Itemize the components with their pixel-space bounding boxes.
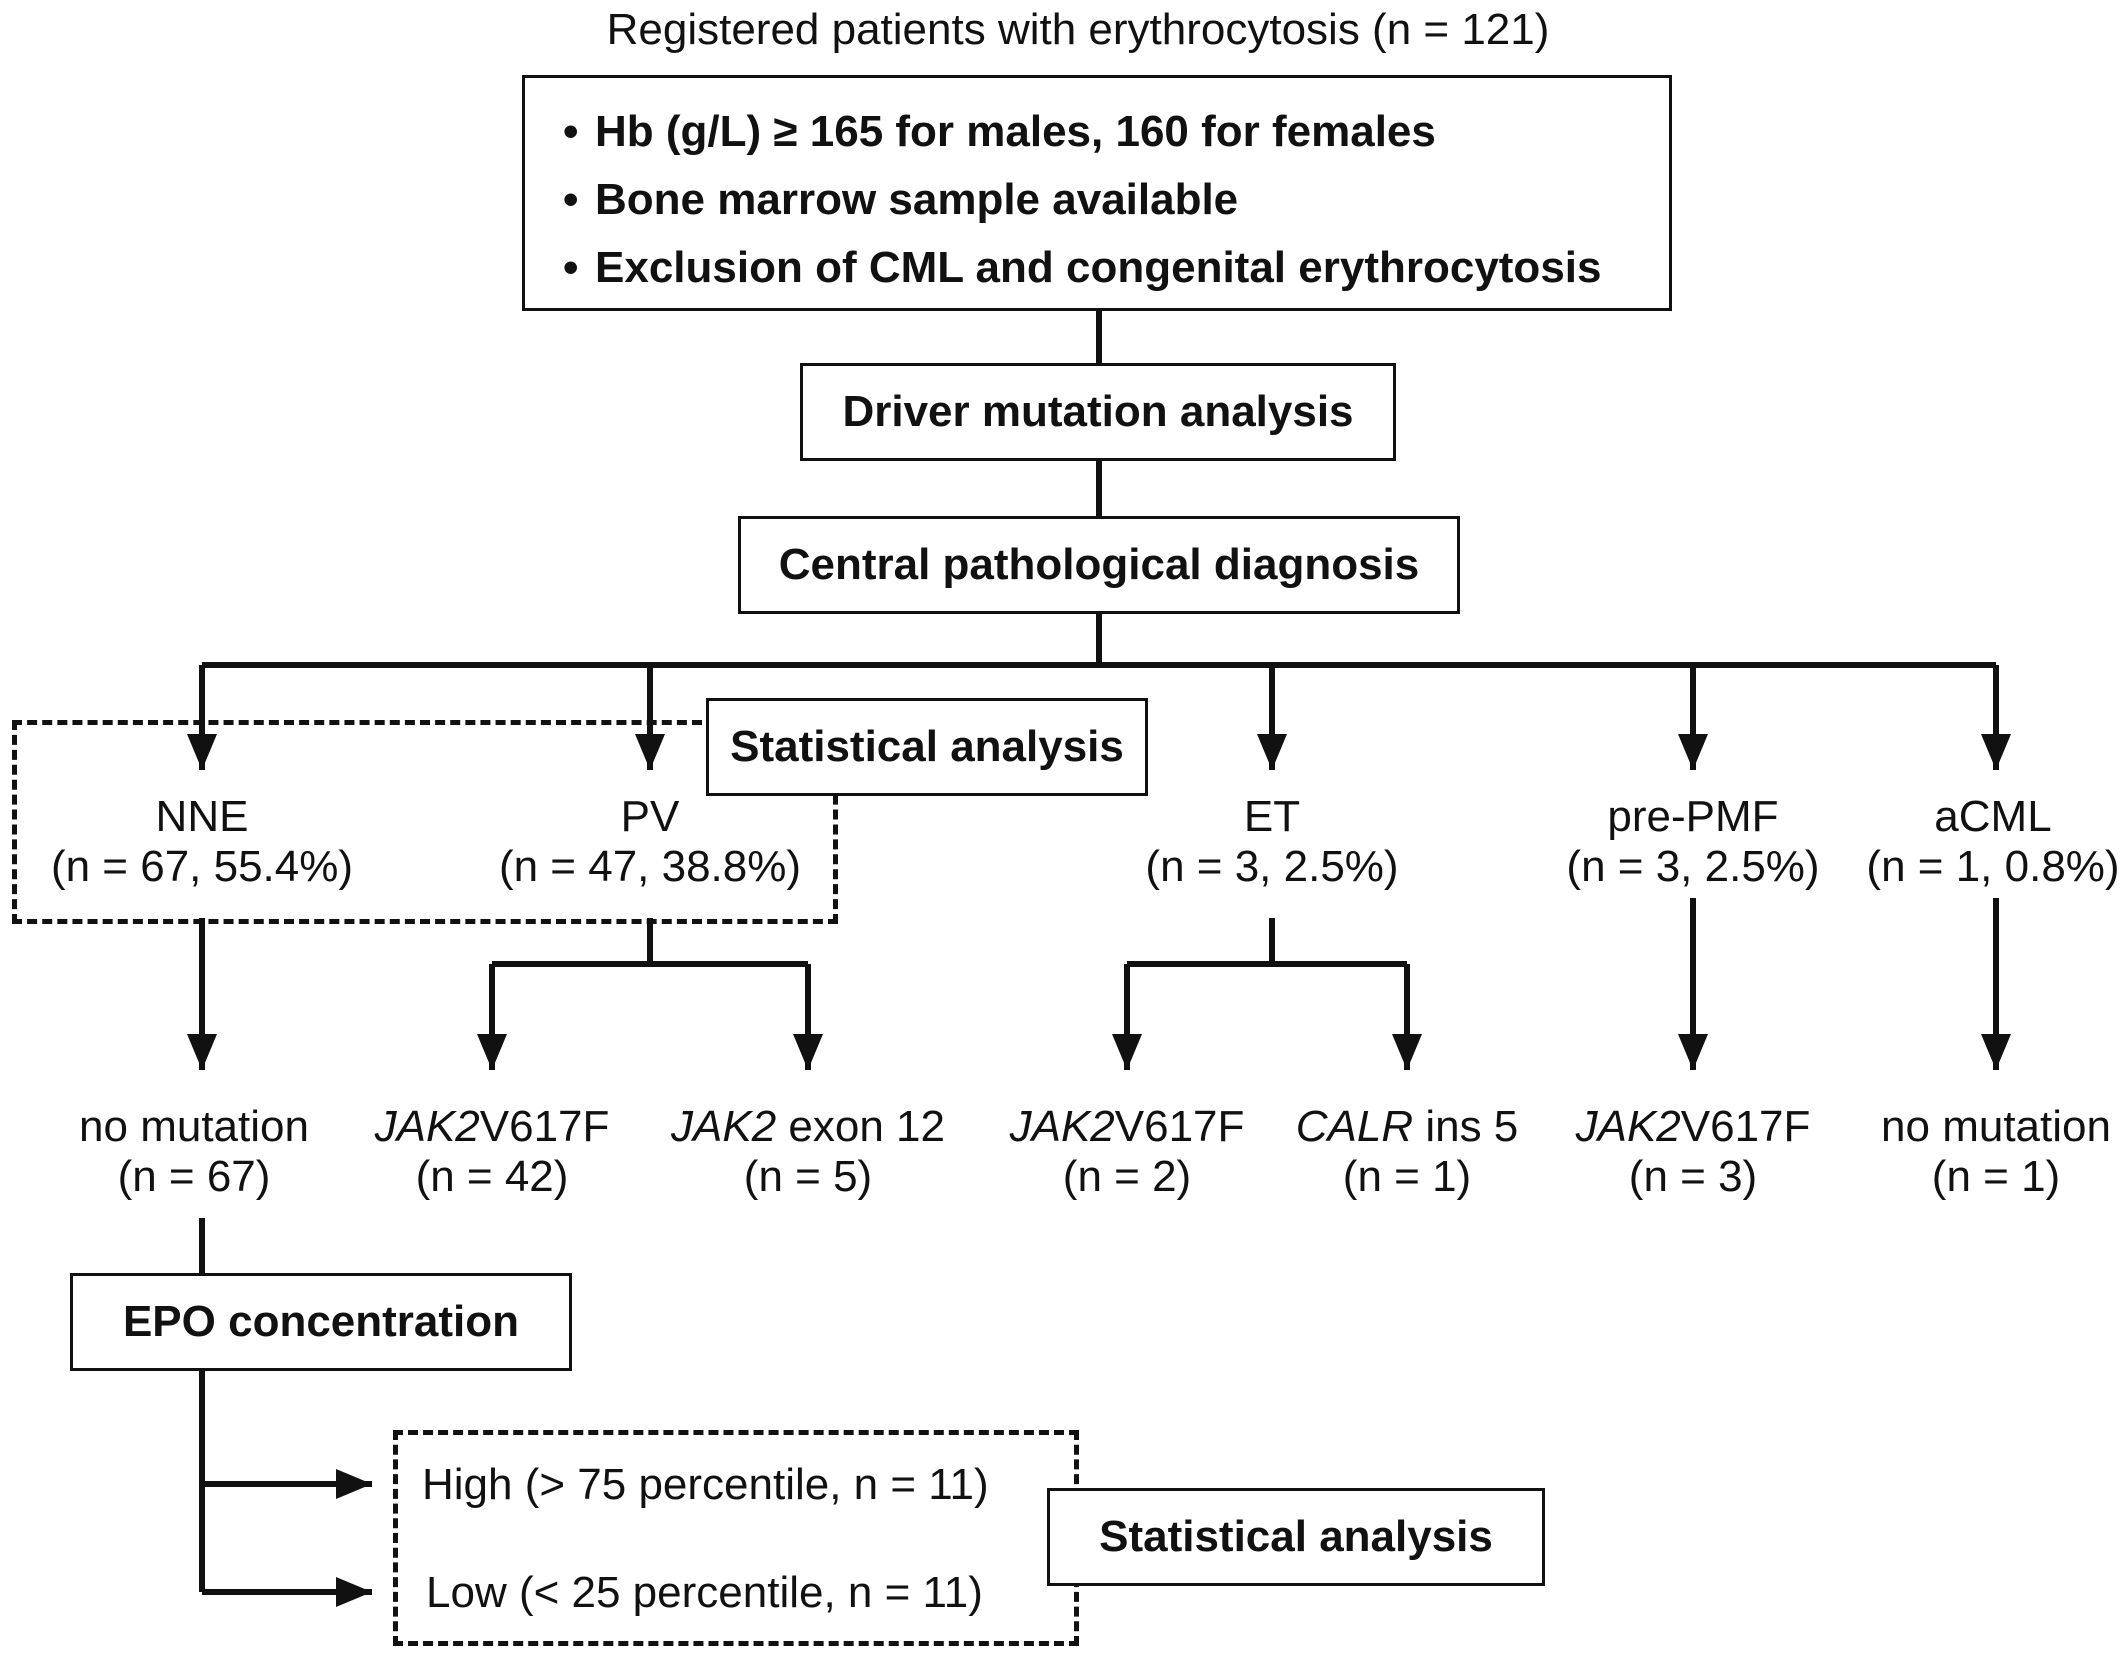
diagram-title: Registered patients with erythrocytosis … xyxy=(606,5,1550,54)
diagnosis-acml: aCML (n = 1, 0.8%) xyxy=(1866,792,2120,891)
mutation-pv-jak2-v617f: JAK2V617F (n = 42) xyxy=(374,1102,610,1201)
diagnosis-nne: NNE (n = 67, 55.4%) xyxy=(50,792,354,891)
epo-concentration-box: EPO concentration xyxy=(70,1273,572,1371)
nne-pv-statistical-group xyxy=(12,720,838,924)
mutation-et-calr-ins5: CALR ins 5 (n = 1) xyxy=(1295,1102,1519,1201)
diagnosis-et: ET (n = 3, 2.5%) xyxy=(1145,792,1399,891)
diagnosis-pv: PV (n = 47, 38.8%) xyxy=(498,792,802,891)
statistical-analysis-box-2: Statistical analysis xyxy=(1047,1488,1545,1586)
statistical-analysis-box-1: Statistical analysis xyxy=(706,698,1148,796)
inclusion-criteria-box: •Hb (g/L) ≥ 165 for males, 160 for femal… xyxy=(522,75,1672,311)
criterion-hb: •Hb (g/L) ≥ 165 for males, 160 for femal… xyxy=(563,107,1436,156)
criterion-bone-marrow: •Bone marrow sample available xyxy=(563,175,1239,224)
mutation-prepmf-jak2-v617f: JAK2V617F (n = 3) xyxy=(1575,1102,1811,1201)
epo-group-high: High (> 75 percentile, n = 11) xyxy=(422,1460,989,1509)
mutation-et-jak2-v617f: JAK2V617F (n = 2) xyxy=(1009,1102,1245,1201)
diagnosis-pre-pmf: pre-PMF (n = 3, 2.5%) xyxy=(1566,792,1820,891)
criterion-exclusion: •Exclusion of CML and congenital erythro… xyxy=(563,243,1602,292)
mutation-pv-jak2-exon12: JAK2 exon 12 (n = 5) xyxy=(671,1102,945,1201)
driver-mutation-analysis-box: Driver mutation analysis xyxy=(800,363,1396,461)
epo-group-low: Low (< 25 percentile, n = 11) xyxy=(426,1568,983,1617)
mutation-acml-none: no mutation (n = 1) xyxy=(1881,1102,2111,1201)
mutation-nne-none: no mutation (n = 67) xyxy=(79,1102,309,1201)
central-pathological-diagnosis-box: Central pathological diagnosis xyxy=(738,516,1460,614)
